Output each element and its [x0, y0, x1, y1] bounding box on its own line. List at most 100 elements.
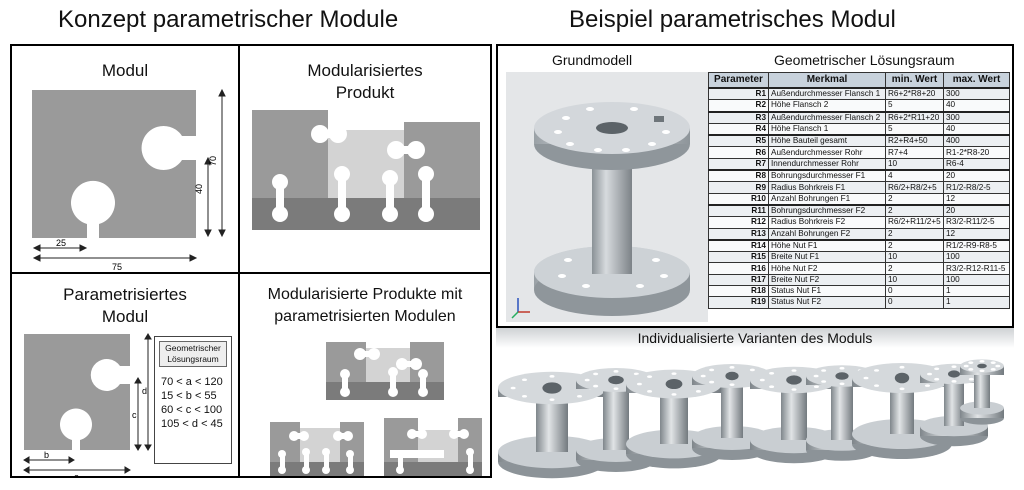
cell-max: 1 — [943, 285, 1010, 298]
cell-merkmal: Höhe Bauteil gesamt — [768, 134, 886, 148]
cell-merkmal: Bohrungsdurchmesser F1 — [768, 169, 886, 183]
cell-merkmal: Anzahl Bohrungen F2 — [768, 227, 886, 241]
cell-parameter: R5 — [708, 134, 769, 148]
cell-merkmal: Außendurchmesser Flansch 2 — [768, 110, 886, 124]
cell-min: 2 — [885, 192, 944, 206]
range-c: 60 < c < 100 — [161, 404, 223, 416]
cell-merkmal: Höhe Nut F2 — [768, 262, 886, 275]
cell-max: 300 — [943, 110, 1010, 124]
cell-parameter: R13 — [708, 227, 769, 241]
cell-min: 5 — [885, 122, 944, 136]
spool-variants — [498, 359, 1004, 479]
left-panel: Modul 25 75 40 70 Modularisiertes Produk… — [10, 44, 492, 478]
modularisiert-drawing — [252, 110, 480, 230]
grundmodell-render — [506, 72, 708, 322]
cell-merkmal: Bohrungsdurchmesser F2 — [768, 203, 886, 218]
cell-max: R1-2*R8-20 — [943, 146, 1010, 159]
dim-c: c — [132, 410, 137, 420]
cell-merkmal: Anzahl Bohrungen F1 — [768, 192, 886, 206]
cell-parameter: R3 — [708, 110, 769, 124]
cell-min: R6+2*R8+20 — [885, 87, 944, 101]
range-b: 15 < b < 55 — [161, 390, 217, 402]
cell-max: 20 — [943, 169, 1010, 183]
left-title: Konzept parametrischer Module — [58, 6, 399, 33]
cell-parameter: R16 — [708, 262, 769, 275]
cell-min: 10 — [885, 273, 944, 287]
parametrisiert-drawing: b a c d — [23, 333, 152, 476]
modul-shape — [32, 90, 196, 238]
dim-75: 75 — [112, 262, 122, 272]
loesungsraum-label: Geometrischer Lösungsraum — [159, 341, 227, 367]
cell-parameter: R19 — [708, 296, 769, 309]
loesungsraum-box: Geometrischer Lösungsraum 70 < a < 120 1… — [154, 336, 232, 464]
cell-min: R6+2*R11+20 — [885, 110, 944, 124]
varianten-caption: Individualisierte Varianten des Moduls — [496, 328, 1014, 348]
cell-max: 12 — [943, 192, 1010, 206]
caption-modularisiert: Modularisiertes Produkt — [307, 61, 423, 102]
cell-max: 400 — [943, 134, 1010, 148]
header-merkmal: Merkmal — [768, 72, 886, 89]
cell-parameter: R18 — [708, 285, 769, 298]
right-panel: Grundmodell Geometrischer Lösungsraum — [496, 44, 1014, 328]
dim-a: a — [74, 472, 79, 476]
cell-parameter: R14 — [708, 238, 769, 253]
cell-min: 2 — [885, 203, 944, 218]
cell-min: 4 — [885, 169, 944, 183]
spool-variant — [692, 364, 772, 460]
header-min: min. Wert — [885, 72, 944, 89]
cell-min: 0 — [885, 296, 944, 309]
dim-d: d — [142, 386, 147, 396]
caption-produkte-param: Modularisierte Produkte mit parametrisie… — [267, 286, 463, 325]
cell-merkmal: Höhe Nut F1 — [768, 238, 886, 253]
cell-parameter: R8 — [708, 169, 769, 183]
dim-25: 25 — [56, 238, 66, 248]
cell-merkmal: Innendurchmesser Rohr — [768, 157, 886, 171]
caption-parametrisiert: Parametrisiertes Modul — [63, 285, 187, 326]
cell-min: R6/2+R8/2+5 — [885, 181, 944, 194]
cell-max: 40 — [943, 122, 1010, 136]
cell-max: R1/2-R9-R8-5 — [943, 238, 1010, 253]
param-modul-shape — [24, 334, 130, 450]
cell-max: R3/2-R11/2-5 — [943, 216, 1010, 229]
cell-max: 300 — [943, 87, 1010, 101]
header-max: max. Wert — [943, 72, 1010, 89]
cell-max: 1 — [943, 296, 1010, 309]
range-a: 70 < a < 120 — [161, 376, 223, 388]
parameter-table: Parameter Merkmal min. Wert max. Wert R1… — [708, 72, 1010, 309]
spool-3d-icon — [511, 102, 690, 319]
spool-variant — [852, 363, 952, 459]
cell-parameter: R6 — [708, 146, 769, 159]
cell-parameter: R9 — [708, 181, 769, 194]
cell-parameter: R15 — [708, 251, 769, 264]
cell-max: R6-4 — [943, 157, 1010, 171]
cell-min: R7+4 — [885, 146, 944, 159]
cell-min: 5 — [885, 99, 944, 113]
cell-min: R6/2+R11/2+5 — [885, 216, 944, 229]
cell-max: 20 — [943, 203, 1010, 218]
grundmodell-label: Grundmodell — [552, 52, 633, 68]
header-parameter: Parameter — [708, 72, 769, 89]
cell-min: 2 — [885, 238, 944, 253]
cell-merkmal: Breite Nut F2 — [768, 273, 886, 287]
range-list: 70 < a < 120 15 < b < 55 60 < c < 100 10… — [155, 371, 231, 431]
cell-parameter: R17 — [708, 273, 769, 287]
dim-70: 70 — [208, 156, 218, 166]
cell-max: 100 — [943, 251, 1010, 264]
cell-merkmal: Radius Bohrkreis F2 — [768, 216, 886, 229]
cell-min: 10 — [885, 251, 944, 264]
